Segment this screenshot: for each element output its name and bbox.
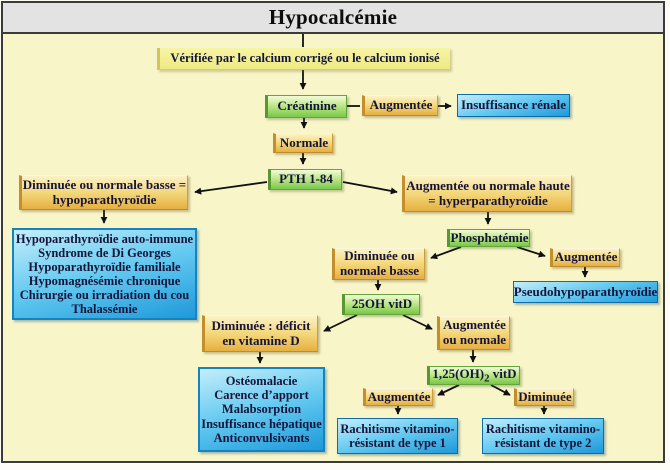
- node-vitd-augmentee-ou-normale: Augmentée ou normale: [437, 316, 510, 350]
- node-line: Rachitisme vitamino-: [340, 421, 455, 436]
- node-line: résistant de type 2: [494, 436, 592, 450]
- node-label: Vérifiée par le calcium corrigé ou le ca…: [170, 51, 440, 66]
- node-label: Pseudohypoparathyroïdie: [513, 283, 658, 299]
- node-label: Insuffisance rénale: [460, 97, 567, 113]
- node-pth-1-84: PTH 1-84: [268, 169, 342, 190]
- node-rachitisme-type-1: Rachitisme vitamino- résistant de type 1: [337, 418, 458, 454]
- node-label: 25OH vitD: [351, 296, 413, 312]
- node-line: Chirurgie ou irradiation du cou: [19, 288, 190, 303]
- node-line: Carence d’apport: [214, 388, 309, 403]
- node-label-subscript: 2: [484, 372, 490, 385]
- node-line: Hypomagnésémie chronique: [28, 274, 181, 288]
- node-line: Augmentée: [443, 317, 506, 333]
- node-pth-diminuee-hypoparathyroidie: Diminuée ou normale basse = hypoparathyr…: [19, 175, 188, 210]
- node-normale: Normale: [273, 133, 333, 153]
- node-line: Malabsorption: [221, 402, 302, 417]
- node-line: Diminuée : déficit: [211, 317, 311, 333]
- node-line: normale basse: [339, 263, 420, 278]
- node-label-prefix: 1,25(OH): [432, 365, 485, 381]
- node-line: Anticonvulsivants: [213, 430, 310, 445]
- node-label: Augmentée: [554, 249, 618, 265]
- node-deficit-vitamine-d-causes: Ostéomalacie Carence d’apport Malabsorpt…: [198, 367, 325, 452]
- node-line: hypoparathyroïdie: [52, 191, 157, 207]
- node-25oh-vitd: 25OH vitD: [342, 294, 420, 315]
- title-bar: Hypocalcémie: [3, 3, 663, 34]
- node-hypoparathyroidie-causes: Hypoparathyroïdie auto-immune Syndrome d…: [12, 228, 197, 320]
- node-line: Augmentée ou normale haute: [406, 177, 570, 193]
- node-label: Augmentée: [369, 97, 433, 113]
- node-label: Normale: [279, 134, 329, 150]
- node-line: Rachitisme vitamino-: [485, 421, 601, 436]
- node-label: Diminuée: [518, 388, 572, 404]
- node-line: ou normale: [442, 332, 507, 347]
- node-label: Créatinine: [277, 98, 337, 114]
- node-insuffisance-renale: Insuffisance rénale: [457, 94, 570, 117]
- node-line: Diminuée ou: [344, 248, 415, 264]
- node-vitd-diminuee-deficit: Diminuée : déficit en vitamine D: [202, 315, 318, 352]
- node-rachitisme-type-2: Rachitisme vitamino- résistant de type 2: [482, 418, 604, 454]
- node-125vitd-diminuee: Diminuée: [514, 388, 574, 406]
- node-creatinine: Créatinine: [265, 95, 347, 118]
- node-creatinine-augmentee: Augmentée: [362, 95, 438, 116]
- node-line: Insuffisance hépatique: [201, 416, 322, 431]
- node-phosphatemie-diminuee: Diminuée ou normale basse: [332, 248, 425, 280]
- node-125oh2-vitd: 1,25(OH)2 vitD: [427, 366, 520, 385]
- node-line: Hypoparathyroïdie familiale: [28, 259, 181, 274]
- node-line: Diminuée ou normale basse =: [22, 176, 187, 192]
- node-line: résistant de type 1: [349, 436, 446, 450]
- node-line: Hypoparathyroïdie auto-immune: [15, 231, 194, 246]
- node-line: Syndrome de Di Georges: [38, 245, 171, 260]
- page-title: Hypocalcémie: [268, 5, 398, 29]
- node-verify: Vérifiée par le calcium corrigé ou le ca…: [157, 48, 450, 70]
- node-line: = hyperparathyroïdie: [428, 192, 548, 208]
- node-pseudohypoparathyroidie: Pseudohypoparathyroïdie: [513, 281, 658, 303]
- node-label-suffix: vitD: [489, 365, 517, 381]
- node-line: Ostéomalacie: [225, 374, 298, 389]
- node-pth-augmentee-hyperparathyroidie: Augmentée ou normale haute = hyperparath…: [402, 175, 572, 212]
- node-label: Augmentée: [367, 388, 431, 404]
- node-label: Phosphatémie: [450, 229, 529, 245]
- node-125vitd-augmentee: Augmentée: [363, 388, 433, 406]
- node-label: 1,25(OH)2 vitD: [432, 365, 517, 385]
- node-phosphatemie: Phosphatémie: [447, 229, 530, 247]
- node-line: Thalassémie: [71, 302, 138, 317]
- node-phosphatemie-augmentee: Augmentée: [550, 248, 620, 267]
- node-label: PTH 1-84: [279, 171, 333, 187]
- node-line: en vitamine D: [222, 332, 300, 348]
